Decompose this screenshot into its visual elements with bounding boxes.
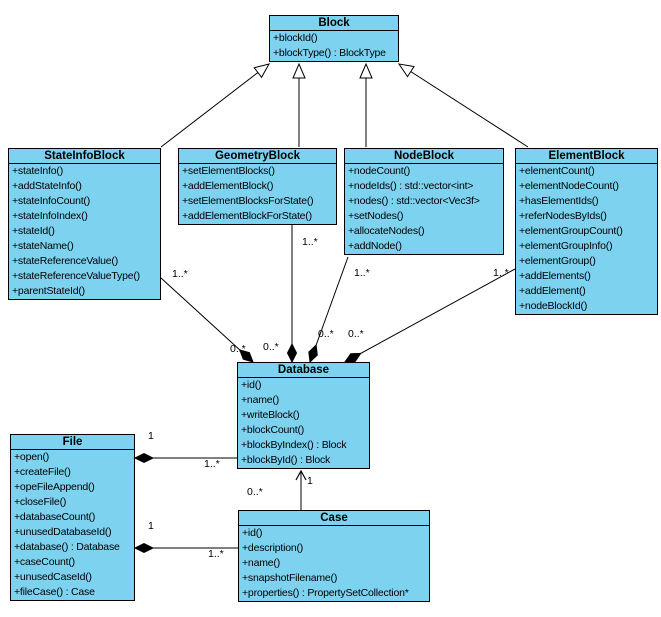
class-box-file[interactable]: File +open() +createFile() +opeFileAppend(…	[10, 434, 135, 601]
class-method-row: +elementGroupCount()	[519, 225, 623, 237]
multiplicity-geometryblock-source: 1..*	[302, 236, 318, 248]
class-method-row: +parentStateId()	[12, 285, 85, 297]
edge-database-composes-elementblock[interactable]	[345, 268, 516, 362]
class-method-row: +addElementBlockForState()	[182, 210, 312, 222]
class-method-row: +stateName()	[12, 240, 74, 252]
class-method-row: +addElement()	[519, 285, 586, 297]
class-method-row: +nodeBlockId()	[519, 300, 588, 312]
class-method-row: +addNode()	[348, 240, 402, 252]
class-method-row: +opeFileAppend()	[14, 481, 95, 493]
class-methods-nodeblock: +nodeCount()+nodeIds() : std::vector<int…	[345, 164, 503, 254]
multiplicity-case-db-source: 0..*	[247, 486, 263, 498]
class-method-row: +closeFile()	[14, 496, 67, 508]
class-method-row: +setElementBlocks()	[182, 165, 275, 177]
class-method-row: +referNodesByIds()	[519, 210, 607, 222]
class-method-row: +unusedCaseId()	[14, 571, 92, 583]
class-title-elementblock: ElementBlock	[516, 149, 657, 164]
class-box-stateinfoblock[interactable]: StateInfoBlock +stateInfo() +addStateInfo…	[8, 148, 161, 300]
class-methods-file: +open() +createFile() +opeFileAppend() +clo…	[11, 450, 134, 600]
class-method-row: +blockType() : BlockType	[273, 47, 386, 59]
class-box-case[interactable]: Case +id() +description() +name() +snapshot…	[238, 510, 430, 602]
multiplicity-file-db-target: 1..*	[204, 458, 220, 470]
class-title-geometryblock: GeometryBlock	[179, 149, 336, 164]
multiplicity-elementblock-target: 0..*	[348, 328, 364, 340]
class-title-database: Database	[238, 363, 369, 378]
class-methods-database: +id() +name() +writeBlock() +blockCount() +b…	[238, 378, 369, 468]
class-box-nodeblock[interactable]: NodeBlock +nodeCount()+nodeIds() : std::…	[344, 148, 504, 255]
class-methods-stateinfoblock: +stateInfo() +addStateInfo() +stateInfoCou…	[9, 164, 160, 299]
class-method-row: +stateInfoIndex()	[12, 210, 88, 222]
class-method-row: +database() : Database	[14, 541, 120, 553]
class-method-row: +blockByIndex() : Block	[241, 439, 347, 451]
class-method-row: +stateInfo()	[12, 165, 64, 177]
multiplicity-file-case-target: 1..*	[208, 548, 224, 560]
class-method-row: +elementCount()	[519, 165, 595, 177]
class-methods-block: +blockId() +blockType() : BlockType	[270, 31, 398, 61]
class-methods-geometryblock: +setElementBlocks() +addElementBlock() +se…	[179, 164, 336, 224]
edge-elementblock-extends-block[interactable]	[397, 63, 529, 148]
class-method-row: +stateId()	[12, 225, 55, 237]
class-method-row: +nodeCount()	[348, 165, 411, 177]
class-method-row: +nodeIds() : std::vector<int>	[348, 180, 474, 192]
edge-stateinfoblock-extends-block[interactable]	[160, 63, 271, 148]
class-methods-elementblock: +elementCount() +elementNodeCount() +hasEl…	[516, 164, 657, 314]
class-method-row: +setElementBlocksForState()	[182, 195, 314, 207]
class-method-row: +blockById() : Block	[241, 454, 331, 466]
class-method-row: +elementGroupInfo()	[519, 240, 613, 252]
multiplicity-stateinfoblock-target: 0..*	[230, 343, 246, 355]
class-method-row: +description()	[242, 542, 304, 554]
class-title-block: Block	[270, 16, 398, 31]
class-method-row: +stateInfoCount()	[12, 195, 91, 207]
class-method-row: +unusedDatabaseId()	[14, 526, 112, 538]
class-method-row: +setNodes()	[348, 210, 404, 222]
class-method-row: +elementNodeCount()	[519, 180, 619, 192]
multiplicity-nodeblock-target: 0..*	[318, 328, 334, 340]
multiplicity-elementblock-source: 1..*	[493, 267, 509, 279]
multiplicity-file-db-source: 1	[148, 430, 154, 442]
class-method-row: +stateReferenceValueType()	[12, 270, 140, 282]
class-method-row: +createFile()	[14, 466, 71, 478]
class-method-row: +properties() : PropertySetCollection*	[242, 587, 409, 599]
multiplicity-case-db-target: 1	[307, 475, 313, 487]
class-method-row: +open()	[14, 451, 50, 463]
class-method-row: +blockId()	[273, 32, 318, 44]
class-method-row: +allocateNodes()	[348, 225, 425, 237]
class-method-row: +fileCase() : Case	[14, 586, 95, 598]
class-method-row: +snapshotFilename()	[242, 572, 338, 584]
class-method-row: +elementGroup()	[519, 255, 596, 267]
class-method-row: +caseCount()	[14, 556, 75, 568]
class-method-row: +name()	[241, 394, 279, 406]
class-method-row: +addStateInfo()	[12, 180, 82, 192]
multiplicity-nodeblock-source: 1..*	[354, 267, 370, 279]
class-method-row: +stateReferenceValue()	[12, 255, 119, 267]
class-method-row: +blockCount()	[241, 424, 305, 436]
class-title-stateinfoblock: StateInfoBlock	[9, 149, 160, 164]
class-box-database[interactable]: Database +id() +name() +writeBlock() +block…	[237, 362, 370, 469]
multiplicity-file-case-source: 1	[148, 520, 154, 532]
edge-database-composes-nodeblock[interactable]	[310, 256, 349, 362]
class-box-elementblock[interactable]: ElementBlock +elementCount() +elementNode…	[515, 148, 658, 315]
class-title-case: Case	[239, 511, 429, 526]
class-method-row: +hasElementIds()	[519, 195, 599, 207]
class-method-row: +writeBlock()	[241, 409, 300, 421]
class-method-row: +addElements()	[519, 270, 591, 282]
class-title-file: File	[11, 435, 134, 450]
class-method-row: +databaseCount()	[14, 511, 96, 523]
class-method-row: +addElementBlock()	[182, 180, 274, 192]
class-methods-case: +id() +description() +name() +snapshotFilen…	[239, 526, 429, 601]
class-method-row: +name()	[242, 557, 280, 569]
multiplicity-stateinfoblock-source: 1..*	[172, 268, 188, 280]
class-title-nodeblock: NodeBlock	[345, 149, 503, 164]
edge-database-composes-stateinfoblock[interactable]	[160, 277, 253, 362]
class-method-row: +nodes() : std::vector<Vec3f>	[348, 195, 480, 207]
class-method-row: +id()	[242, 527, 263, 539]
multiplicity-geometryblock-target: 0..*	[263, 341, 279, 353]
class-box-block[interactable]: Block +blockId() +blockType() : BlockType	[269, 15, 399, 62]
class-method-row: +id()	[241, 379, 262, 391]
class-box-geometryblock[interactable]: GeometryBlock +setElementBlocks() +addEle…	[178, 148, 337, 225]
